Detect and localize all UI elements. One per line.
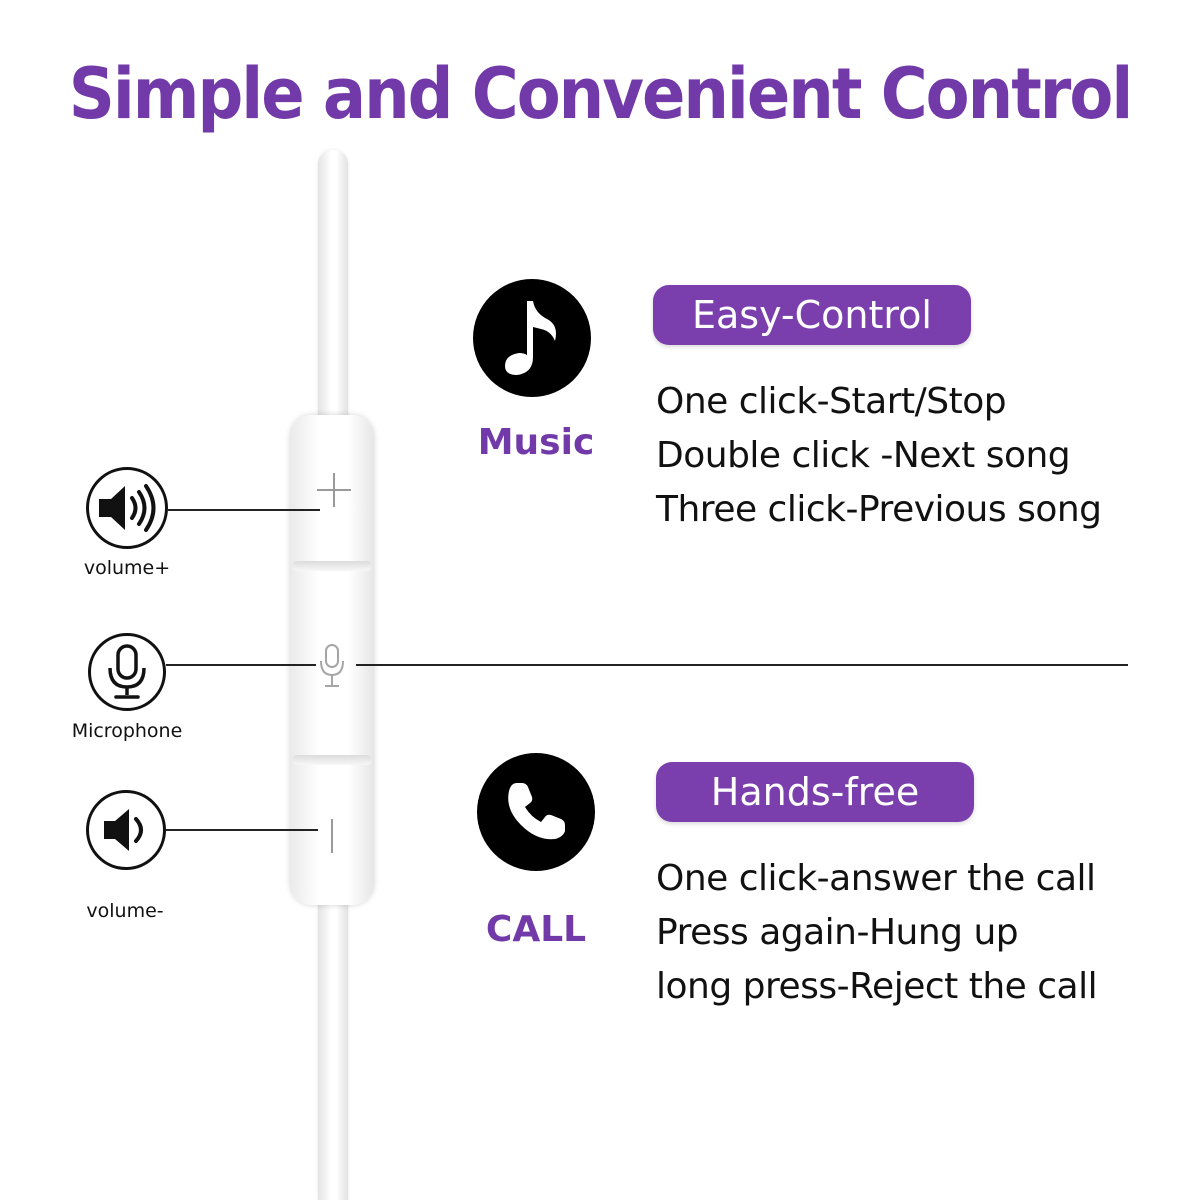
call-label: CALL	[485, 909, 587, 950]
remote-button-divider-bottom	[292, 755, 372, 765]
microphone-icon	[108, 644, 146, 699]
center-divider-line	[356, 664, 1128, 666]
call-instruction-line: long press-Reject the call	[656, 966, 1098, 1007]
hands-free-badge: Hands-free	[656, 762, 974, 822]
speaker-quiet-icon	[104, 809, 143, 851]
easy-control-badge: Easy-Control	[653, 285, 971, 345]
microphone-label: Microphone	[71, 720, 183, 742]
call-instruction-line: One click-answer the call	[656, 858, 1096, 899]
music-note-icon	[505, 301, 556, 375]
speaker-loud-icon	[99, 484, 156, 532]
music-instruction-line: One click-Start/Stop	[656, 381, 1007, 422]
music-label: Music	[477, 422, 595, 463]
remote-microphone-mark	[320, 644, 344, 687]
volume-down-badge	[86, 790, 166, 870]
call-icon-circle	[477, 753, 595, 871]
remote-plus-mark	[317, 473, 351, 507]
call-instruction-line: Press again-Hung up	[656, 912, 1019, 953]
inline-remote	[290, 415, 374, 905]
remote-button-divider-top	[292, 561, 372, 571]
call-instructions: One click-answer the call Press again-Hu…	[656, 852, 1098, 1014]
volume-up-label: volume+	[83, 557, 171, 579]
microphone-connector	[166, 664, 316, 666]
music-instructions: One click-Start/Stop Double click -Next …	[656, 375, 1102, 537]
volume-up-connector	[168, 509, 320, 511]
earphone-cable-top	[318, 150, 348, 420]
phone-icon	[508, 783, 565, 840]
volume-down-label: volume-	[86, 900, 164, 922]
earphone-cable-bottom	[318, 880, 348, 1200]
music-instruction-line: Double click -Next song	[656, 435, 1071, 476]
volume-down-connector	[166, 829, 318, 831]
volume-up-badge	[86, 467, 168, 549]
music-instruction-line: Three click-Previous song	[656, 489, 1102, 530]
remote-minus-mark	[331, 819, 333, 853]
page-title: Simple and Convenient Control	[68, 54, 1134, 136]
microphone-badge	[88, 633, 166, 711]
music-icon-circle	[473, 279, 591, 397]
